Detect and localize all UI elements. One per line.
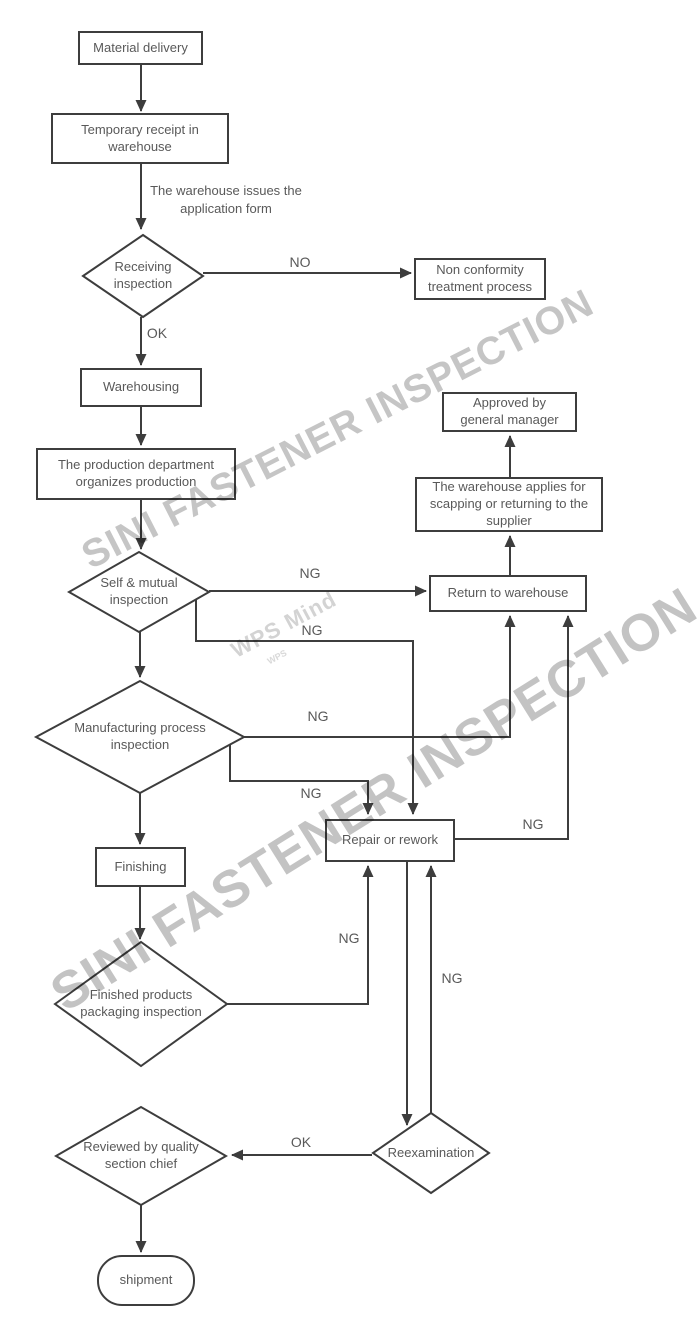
edge-manufacturing-to-return [244, 615, 516, 738]
edge-label-ng-repair-return: NG [522, 816, 544, 832]
node-label: shipment [119, 1272, 173, 1288]
diamond-reviewed-chief [53, 1105, 229, 1207]
node-label: The production department organizes prod… [57, 457, 215, 489]
edge-packaging-to-repair [227, 865, 374, 1005]
edge-repair-to-return [455, 615, 574, 840]
node-finishing: Finishing [95, 847, 186, 887]
edge-manufacturing-to-repair [229, 745, 374, 815]
edge-label-ng-manufacturing-return: NG [307, 708, 329, 724]
edge-label-ng-self-return: NG [299, 565, 321, 581]
node-label: The warehouse applies for scapping or re… [429, 479, 589, 528]
node-label: Finishing [114, 858, 167, 874]
node-return-warehouse: Return to warehouse [429, 575, 587, 612]
edge-label-ng-manufacturing-repair: NG [300, 785, 322, 801]
node-production-department: The production department organizes prod… [36, 448, 236, 500]
edge-label-ng-reexamination-repair: NG [441, 970, 463, 986]
node-label: Return to warehouse [447, 585, 569, 601]
diamond-packaging-inspection [53, 940, 229, 1068]
node-approved-gm: Approved by general manager [442, 392, 577, 432]
edge-selfmutual-to-repair [195, 600, 419, 815]
node-shipment: shipment [97, 1255, 195, 1306]
node-label: Material delivery [93, 39, 188, 55]
node-warehousing: Warehousing [80, 368, 202, 407]
node-temporary-receipt: Temporary receipt in warehouse [51, 113, 229, 164]
node-label: Approved by general manager [460, 395, 559, 427]
edge-label-warehouse-issues: The warehouse issues the application for… [150, 183, 302, 216]
node-material-delivery: Material delivery [78, 31, 203, 65]
diamond-reexamination [371, 1111, 491, 1195]
edge-label-ok: OK [146, 325, 168, 341]
diamond-self-mutual-inspection [66, 550, 212, 634]
node-repair-rework: Repair or rework [325, 819, 455, 862]
edge-label-no: NO [289, 254, 311, 270]
node-label: Non conformity treatment process [427, 262, 533, 294]
edge-label-ok-reexamination: OK [290, 1134, 312, 1150]
node-warehouse-applies: The warehouse applies for scapping or re… [415, 477, 603, 532]
node-non-conformity: Non conformity treatment process [414, 258, 546, 300]
edge-label-ng-packaging-repair: NG [338, 930, 360, 946]
node-label: Warehousing [102, 379, 180, 395]
node-label: Repair or rework [341, 832, 439, 848]
diamond-receiving-inspection [81, 233, 205, 319]
diamond-manufacturing-inspection [33, 679, 247, 795]
node-label: Temporary receipt in warehouse [81, 121, 199, 154]
edge-label-ng-self-repair: NG [301, 622, 323, 638]
